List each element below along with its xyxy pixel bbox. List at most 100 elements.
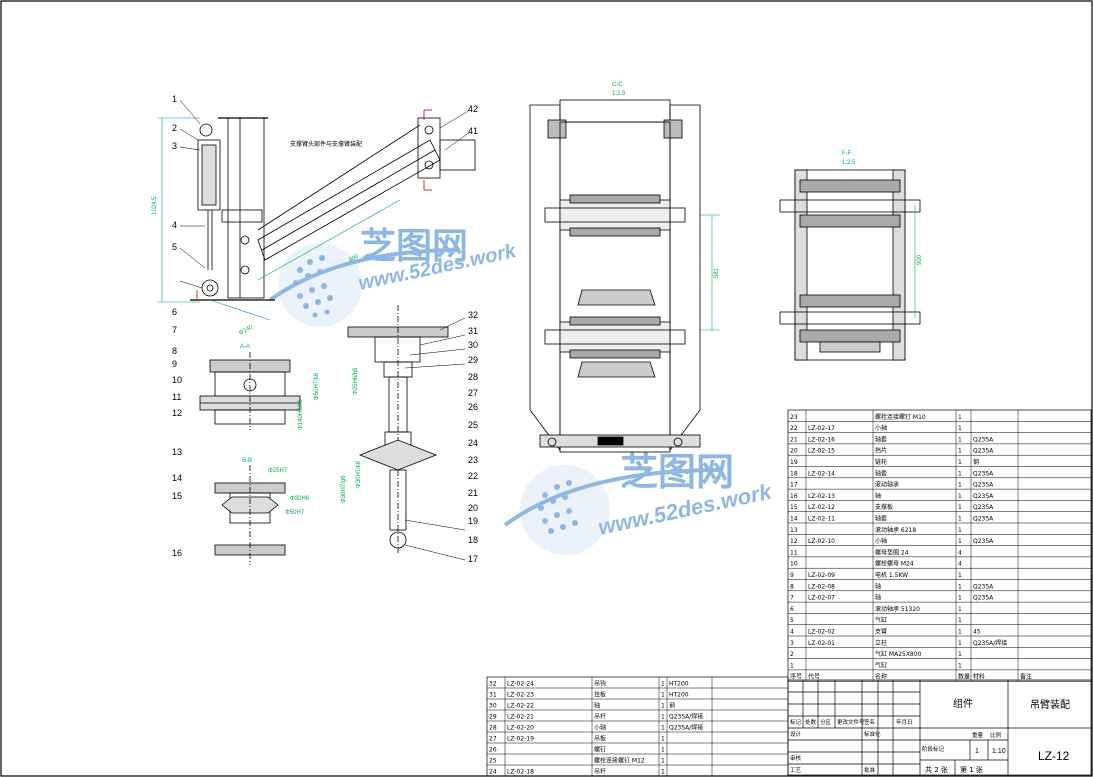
balloon-leaders-left [179,99,206,289]
balloon-32: 32 [468,310,478,320]
bom-upper-cell: 1 [958,617,962,624]
bom-upper-cell: LZ-02-01 [808,640,835,647]
bom-upper-cell: 1 [958,629,962,636]
label-ff: F-F [842,151,852,157]
bom-upper-cell: 1 [958,595,962,602]
dim-d7: Φ25H6/h6 [353,367,359,395]
bom-upper-cell: 挡片 [875,447,887,455]
bom-upper-cell: 7 [790,595,794,602]
bom-lower-cell: LZ-02-23 [507,692,534,699]
bom-lower-cell: 钢 [669,702,675,710]
bom-upper-cell: LZ-02-12 [808,504,835,511]
balloon-19: 19 [468,516,478,526]
balloon-10: 10 [172,375,182,385]
cc-dims [700,214,720,331]
bom-lower-cell: LZ-02-24 [507,681,534,688]
bom-upper-cell: 21 [790,436,798,443]
dim-height-main: 1024.5 [152,196,158,215]
tb-date: 年月日 [896,718,913,726]
bom-upper-cell: 1 [958,425,962,432]
balloon-21: 21 [468,488,478,498]
balloon-5: 5 [172,242,177,252]
bom-upper-header-cell: 名称 [875,673,887,681]
bom-upper-cell: 滚动轴承 [875,481,899,489]
bom-upper-cell: 1 [958,436,962,443]
balloon-27: 27 [468,388,478,398]
bom-upper-header-cell: 数量 [958,673,970,681]
balloon-9: 9 [172,359,177,369]
tb-standard: 标准化 [864,730,881,738]
bom-upper-cell: 立柱 [875,639,887,647]
tb-quantity: 1 [975,748,979,755]
bom-upper-cell: 3 [790,640,794,647]
bom-upper-cell: 螺栓螺母 M24 [875,560,914,568]
bom-upper-cell: 钢 [973,458,979,466]
bom-lower-cell: Q235A/焊接 [669,724,703,732]
balloon-17: 17 [468,554,478,564]
bom-upper-cell: Q235A [973,595,994,602]
tb-process: 工艺 [790,767,802,774]
bom-lower-cell: LZ-02-20 [507,725,534,732]
tb-count: 处数 [805,718,817,726]
watermark-cn-2: 芝图网 [620,452,734,494]
balloon-29: 29 [468,355,478,365]
bom-upper-cell: 1 [958,538,962,545]
bom-lower-cell: 螺栓连接螺钉 M12 [594,757,645,765]
bom-upper-cell: LZ-02-13 [808,493,835,500]
bom-upper-cell: Q235A [973,470,994,477]
bom-upper-cell: 4 [790,629,794,636]
bom-upper-cell: 小轴 [875,424,887,432]
balloon-24: 24 [468,438,478,448]
bom-upper-cell: Q235A/焊接 [973,639,1007,647]
bom-upper-cell: 螺栓连接螺钉 M10 [875,413,926,421]
bom-lower-cell: HT200 [669,681,689,688]
balloon-3: 3 [172,141,177,151]
bom-lower-cell: 轴 [594,702,600,710]
bom-upper-cell: 轴 [875,492,881,500]
balloon-1: 1 [172,94,177,104]
balloon-8: 8 [172,346,177,356]
bom-upper-cell: 轴套 [875,515,887,523]
bom-upper-cell: 8 [790,583,794,590]
bom-upper-cell: 4 [958,561,962,568]
balloon-11: 11 [172,392,181,402]
bom-upper-cell: 1 [958,606,962,613]
bom-upper-cell: 小轴 [875,537,887,545]
balloon-16: 16 [172,548,182,558]
bom-upper-cell: Q235A [973,516,994,523]
bom-upper-cell: 14 [790,516,798,523]
bom-upper-cell: 19 [790,459,798,466]
bom-upper-cell: Q235A [973,504,994,511]
bom-lower-cell: 26 [489,747,497,754]
balloon-18: 18 [468,535,478,545]
label-bb: B-B [242,458,252,464]
bom-lower-cell: 27 [489,736,497,743]
bom-upper-cell: 1 [958,448,962,455]
tb-scale: 1:10 [992,748,1006,755]
balloon-6: 6 [172,307,177,317]
bom-upper-header-cell: 序号 [790,673,802,681]
balloon-2: 2 [172,123,177,133]
bom-upper-cell: LZ-02-02 [808,629,835,636]
tb-material: 组件 [953,697,973,710]
bom-upper-cell: LZ-02-16 [808,436,835,443]
bom-upper-cell: 1 [958,414,962,421]
bom-upper-cell: 支臂 [875,628,887,636]
bom-upper-cell: 1 [958,493,962,500]
bom-upper-cell: 滚动轴承 51320 [875,605,920,613]
bom-lower-cell: 吊杆 [594,768,606,776]
bom-lower-cell: 28 [489,725,497,732]
title-block [787,679,1092,776]
bom-upper-cell: 5 [790,617,794,624]
bom-lower-cell: 1 [661,769,665,776]
bom-lower-cell: 1 [661,736,665,743]
bom-upper-cell: 6 [790,606,794,613]
dim-len-b: 581 [714,267,720,278]
bom-lower-cell: 24 [489,769,497,776]
section-ff [779,169,921,361]
bom-upper-cell: LZ-02-15 [808,448,835,455]
green-note: 支撑臂头部件与支撑臂装配 [290,140,362,148]
